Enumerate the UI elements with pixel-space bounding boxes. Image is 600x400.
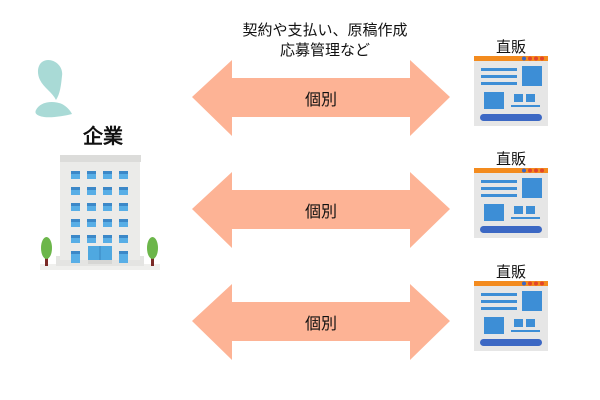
building-window: [103, 203, 112, 211]
direct-sales-label: 直販: [495, 38, 526, 56]
double-arrow-icon: [192, 60, 450, 136]
arrow-label: 個別: [304, 314, 337, 333]
building-window: [103, 171, 112, 179]
tree-left-icon: [41, 237, 52, 266]
direct-sales-label: 直販: [495, 263, 526, 281]
website-icon: [474, 168, 548, 238]
double-arrow-icon: [192, 172, 450, 248]
relation-arrow-2: 個別: [190, 170, 452, 250]
building-window: [103, 187, 112, 195]
building-window: [103, 219, 112, 227]
website-icon: [474, 56, 548, 126]
website-icon: [474, 281, 548, 351]
company-label: 企業: [83, 124, 123, 148]
sweat-drops-icon: [35, 59, 72, 118]
building-window: [71, 187, 80, 195]
building-window: [119, 251, 128, 263]
arrow-label: 個別: [304, 202, 337, 221]
building-window: [71, 203, 80, 211]
caption-line-2: 応募管理など: [279, 41, 370, 59]
building-window: [87, 203, 96, 211]
arrow-label: 個別: [304, 90, 337, 109]
caption-line-1: 契約や支払い、原稿作成: [242, 21, 408, 39]
relation-arrow-1: 個別: [190, 58, 452, 138]
double-arrow-icon: [192, 284, 450, 360]
relation-arrow-3: 個別: [190, 282, 452, 362]
relationship-caption: 契約や支払い、原稿作成 応募管理など: [200, 20, 450, 60]
building-window: [87, 171, 96, 179]
building-window: [71, 219, 80, 227]
building-window: [119, 203, 128, 211]
office-building-icon: [40, 155, 160, 270]
tree-right-icon: [147, 237, 158, 266]
building-window: [71, 171, 80, 179]
building-window: [71, 235, 80, 243]
building-window: [103, 235, 112, 243]
building-window: [119, 187, 128, 195]
building-window: [87, 219, 96, 227]
building-window: [87, 187, 96, 195]
direct-sales-label: 直販: [495, 150, 526, 168]
building-window: [119, 171, 128, 179]
building-window: [87, 235, 96, 243]
building-window: [119, 219, 128, 227]
building-window: [71, 251, 80, 263]
building-window: [119, 235, 128, 243]
